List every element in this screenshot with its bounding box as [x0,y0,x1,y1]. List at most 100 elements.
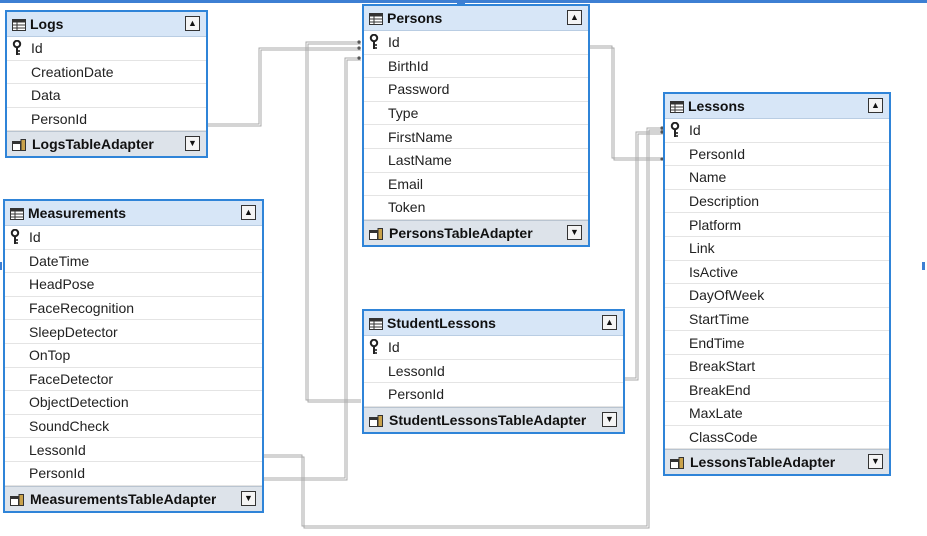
table-icon [670,100,684,113]
expand-icon[interactable]: ▼ [602,411,617,427]
table-adapter-icon [670,456,684,470]
column-name: Description [689,193,760,210]
column-name: HeadPose [29,276,95,293]
collapse-icon[interactable]: ▲ [868,98,883,113]
column-name: BirthId [388,57,429,74]
table-title: Lessons [688,98,745,114]
column-name: PersonId [388,386,445,403]
column-name: DateTime [29,252,90,269]
resize-handle[interactable] [457,0,465,6]
key-icon [369,339,379,355]
column-row[interactable]: PersonId [364,383,623,407]
column-row[interactable]: BreakEnd [665,379,889,403]
table-adapter[interactable]: PersonsTableAdapter ▼ [364,219,588,245]
column-row[interactable]: CreationDate [7,61,206,85]
column-row[interactable]: EndTime [665,331,889,355]
column-row[interactable]: Email [364,173,588,197]
column-row[interactable]: Password [364,78,588,102]
column-name: IsActive [689,263,739,280]
table-header[interactable]: Persons ▲ [364,6,588,31]
table-header[interactable]: StudentLessons ▲ [364,311,623,336]
column-row[interactable]: LessonId [5,438,262,462]
column-row[interactable]: FaceDetector [5,368,262,392]
table-adapter-title: PersonsTableAdapter [389,224,533,241]
column-row[interactable]: LessonId [364,360,623,384]
column-row[interactable]: Id [7,37,206,61]
relation-line-lessons-persons [589,45,664,159]
column-row[interactable]: Name [665,166,889,190]
column-row[interactable]: Token [364,196,588,220]
column-row[interactable]: Data [7,84,206,108]
table-header[interactable]: Measurements ▲ [5,201,262,226]
column-name: PersonId [689,145,746,162]
column-row[interactable]: Platform [665,213,889,237]
table-adapter-icon [10,493,24,506]
relation-line-measurements-lessons [263,127,664,527]
collapse-icon[interactable]: ▲ [185,16,200,31]
relation-endpoint [357,56,361,60]
column-row[interactable]: FaceRecognition [5,297,262,321]
table-header[interactable]: Logs ▲ [7,12,206,37]
column-name: Email [388,175,424,192]
table-adapter[interactable]: StudentLessonsTableAdapter ▼ [364,406,623,432]
column-row[interactable]: LastName [364,149,588,173]
column-name: StartTime [689,311,750,328]
column-row[interactable]: SleepDetector [5,320,262,344]
column-row[interactable]: Id [364,336,623,360]
column-row[interactable]: MaxLate [665,402,889,426]
table-adapter[interactable]: LessonsTableAdapter ▼ [665,449,889,475]
column-row[interactable]: StartTime [665,308,889,332]
table-header[interactable]: Lessons ▲ [665,94,889,119]
column-row[interactable]: DayOfWeek [665,284,889,308]
column-row[interactable]: ClassCode [665,426,889,450]
column-name: LessonId [388,362,445,379]
table-adapter-icon [12,138,26,152]
column-row[interactable]: Id [665,119,889,143]
table-title: Measurements [28,205,127,221]
relation-endpoint [660,130,664,134]
relation-endpoint [660,157,664,161]
table-adapter[interactable]: MeasurementsTableAdapter ▼ [5,485,262,511]
collapse-icon[interactable]: ▲ [567,10,582,25]
column-row[interactable]: HeadPose [5,273,262,297]
column-name: FirstName [388,128,453,145]
expand-icon[interactable]: ▼ [185,136,200,152]
collapse-icon[interactable]: ▲ [241,205,256,220]
collapse-icon[interactable]: ▲ [602,315,617,330]
table-icon [369,317,383,330]
column-row[interactable]: Description [665,190,889,214]
expand-icon[interactable]: ▼ [868,454,883,470]
column-row[interactable]: Link [665,237,889,261]
column-name: Id [29,229,41,246]
column-row[interactable]: Id [364,31,588,55]
table-adapter[interactable]: LogsTableAdapter ▼ [7,131,206,157]
column-row[interactable]: Type [364,102,588,126]
column-row[interactable]: FirstName [364,125,588,149]
column-row[interactable]: PersonId [665,143,889,167]
column-row[interactable]: Id [5,226,262,250]
column-row[interactable]: ObjectDetection [5,391,262,415]
column-row[interactable]: BreakStart [665,355,889,379]
relation-line-studentlessons-lessons [624,131,664,379]
table-adapter-icon [369,227,383,240]
column-row[interactable]: OnTop [5,344,262,368]
column-name: CreationDate [31,63,114,80]
expand-icon[interactable]: ▼ [241,490,256,506]
column-row[interactable]: PersonId [7,108,206,132]
column-row[interactable]: DateTime [5,250,262,274]
expand-icon[interactable]: ▼ [567,224,582,240]
column-row[interactable]: BirthId [364,55,588,79]
column-row[interactable]: SoundCheck [5,415,262,439]
column-row[interactable]: PersonId [5,462,262,486]
column-row[interactable]: IsActive [665,261,889,285]
